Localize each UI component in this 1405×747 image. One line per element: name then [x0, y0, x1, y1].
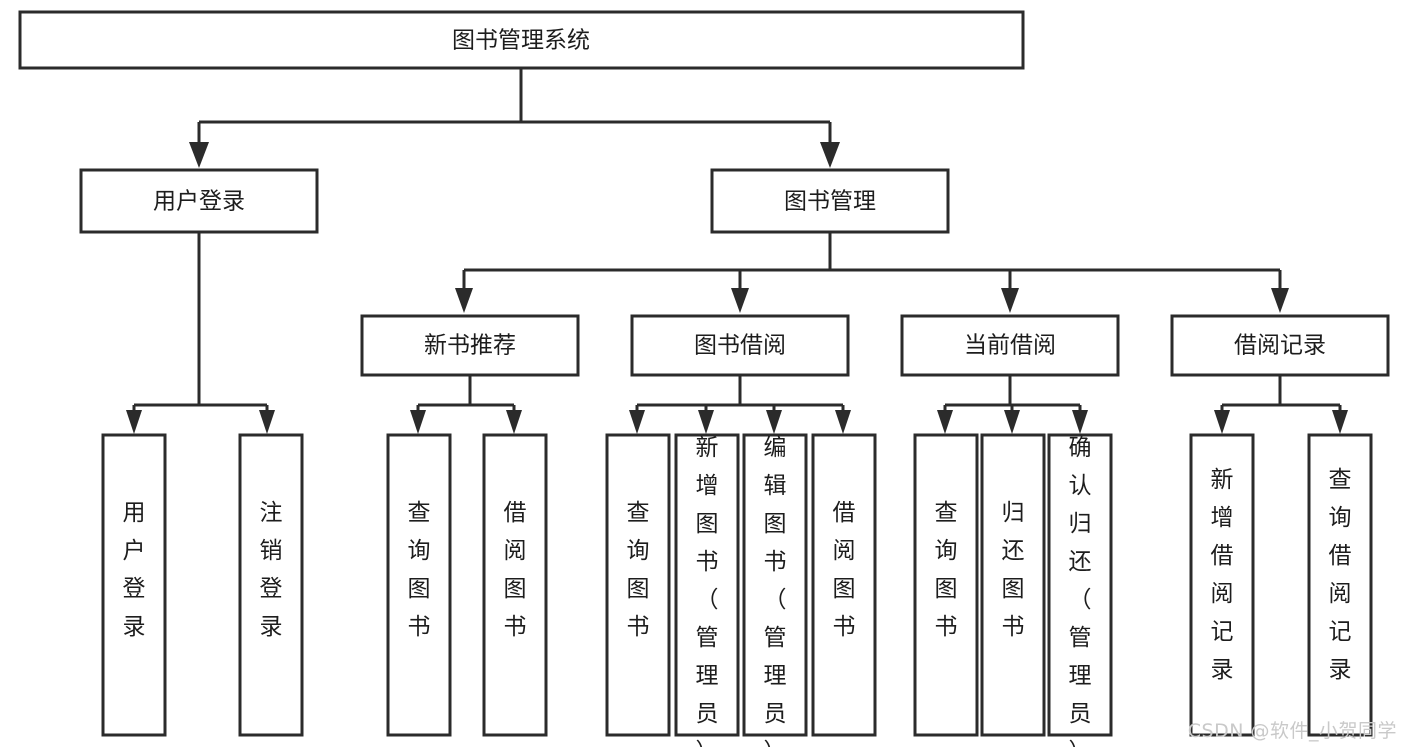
- csdn-watermark: CSDN @软件_小贺同学: [1187, 720, 1397, 742]
- node-leaf-user-logout-label: 注销登录: [260, 500, 283, 640]
- node-leaf-borrow-book-1-box[interactable]: [482, 433, 548, 737]
- connector-group-new-book-rec: [410, 375, 522, 434]
- node-new-book-rec-label: 新书推荐: [424, 333, 516, 359]
- arrowhead-leaf-borrow-book-1: [506, 410, 522, 434]
- connector-group-current-borrow: [937, 375, 1088, 434]
- node-leaf-confirm-return[interactable]: 确认归还（管理员）: [1047, 433, 1113, 747]
- node-leaf-add-book-box[interactable]: [674, 433, 740, 737]
- node-root-box[interactable]: [18, 10, 1025, 70]
- node-leaf-query-record[interactable]: 查询借阅记录: [1307, 433, 1373, 737]
- arrowhead-leaf-borrow-book-2: [835, 410, 851, 434]
- arrowhead-leaf-edit-book: [766, 410, 782, 434]
- arrowhead-leaf-query-book-2: [629, 410, 645, 434]
- arrowhead-borrow-record: [1271, 288, 1289, 313]
- node-leaf-borrow-book-1[interactable]: 借阅图书: [482, 433, 548, 737]
- node-leaf-user-login-label: 用户登录: [123, 500, 146, 640]
- arrowhead-book-borrow: [731, 288, 749, 313]
- connector-group-user-login: [126, 232, 275, 434]
- node-book-manage-label: 图书管理: [784, 189, 876, 215]
- arrowhead-leaf-add-book: [698, 410, 714, 434]
- node-leaf-return-book-label: 归还图书: [1002, 500, 1025, 640]
- arrowhead-book-manage: [820, 142, 840, 168]
- node-leaf-query-book-1[interactable]: 查询图书: [386, 433, 452, 737]
- node-leaf-query-record-label: 查询借阅记录: [1329, 467, 1352, 683]
- node-leaf-add-record-label: 新增借阅记录: [1211, 467, 1234, 683]
- node-root-label: 图书管理系统: [452, 28, 590, 54]
- connector-group-book-manage: [455, 232, 1289, 313]
- node-leaf-query-book-3-label: 查询图书: [935, 500, 958, 640]
- node-leaf-add-book[interactable]: 新增图书（管理员）: [674, 433, 740, 747]
- node-borrow-record-box[interactable]: [1170, 314, 1390, 377]
- arrowhead-leaf-user-login: [126, 410, 142, 434]
- node-leaf-edit-book-box[interactable]: [742, 433, 808, 737]
- node-leaf-query-book-2-label: 查询图书: [627, 500, 650, 640]
- node-leaf-user-login[interactable]: 用户登录: [101, 433, 167, 737]
- node-leaf-query-book-2[interactable]: 查询图书: [605, 433, 671, 737]
- node-leaf-return-book-box[interactable]: [980, 433, 1046, 737]
- node-new-book-rec-box[interactable]: [360, 314, 580, 377]
- arrowhead-current-borrow: [1001, 288, 1019, 313]
- node-leaf-query-book-3[interactable]: 查询图书: [913, 433, 979, 737]
- connector-group-book-borrow: [629, 375, 851, 434]
- arrowhead-leaf-query-book-1: [410, 410, 426, 434]
- node-leaf-query-book-3-box[interactable]: [913, 433, 979, 737]
- arrowhead-leaf-query-record: [1332, 410, 1348, 434]
- node-leaf-confirm-return-box[interactable]: [1047, 433, 1113, 737]
- arrowhead-leaf-user-logout: [259, 410, 275, 434]
- node-user-login-label: 用户登录: [153, 189, 245, 215]
- arrowhead-leaf-query-book-3: [937, 410, 953, 434]
- node-leaf-borrow-book-2-label: 借阅图书: [833, 500, 856, 640]
- node-book-manage[interactable]: 图书管理: [710, 168, 950, 234]
- node-leaf-add-book-label: 新增图书（管理员）: [696, 435, 719, 747]
- node-user-login-box[interactable]: [79, 168, 319, 234]
- node-leaf-user-login-box[interactable]: [101, 433, 167, 737]
- node-current-borrow[interactable]: 当前借阅: [900, 314, 1120, 377]
- node-current-borrow-label: 当前借阅: [964, 333, 1056, 359]
- node-book-borrow-label: 图书借阅: [694, 333, 786, 359]
- node-leaf-confirm-return-label: 确认归还（管理员）: [1069, 435, 1092, 747]
- node-new-book-rec[interactable]: 新书推荐: [360, 314, 580, 377]
- node-borrow-record[interactable]: 借阅记录: [1170, 314, 1390, 377]
- node-leaf-query-record-box[interactable]: [1307, 433, 1373, 737]
- node-user-login[interactable]: 用户登录: [79, 168, 319, 234]
- node-leaf-edit-book-label: 编辑图书（管理员）: [764, 435, 787, 747]
- arrowhead-new-book-rec: [455, 288, 473, 313]
- arrowhead-leaf-confirm-return: [1072, 410, 1088, 434]
- arrowhead-user-login: [189, 142, 209, 168]
- node-leaf-add-record[interactable]: 新增借阅记录: [1189, 433, 1255, 737]
- node-leaf-borrow-book-2[interactable]: 借阅图书: [811, 433, 877, 737]
- node-book-borrow[interactable]: 图书借阅: [630, 314, 850, 377]
- node-leaf-query-book-1-label: 查询图书: [408, 500, 431, 640]
- node-borrow-record-label: 借阅记录: [1234, 333, 1326, 359]
- connector-group-root: [189, 68, 840, 168]
- node-current-borrow-box[interactable]: [900, 314, 1120, 377]
- node-leaf-query-book-2-box[interactable]: [605, 433, 671, 737]
- node-book-borrow-box[interactable]: [630, 314, 850, 377]
- node-book-manage-box[interactable]: [710, 168, 950, 234]
- node-leaf-add-record-box[interactable]: [1189, 433, 1255, 737]
- arrowhead-leaf-return-book: [1004, 410, 1020, 434]
- node-leaf-borrow-book-1-label: 借阅图书: [504, 500, 527, 640]
- node-leaf-edit-book[interactable]: 编辑图书（管理员）: [742, 433, 808, 747]
- node-leaf-borrow-book-2-box[interactable]: [811, 433, 877, 737]
- arrowhead-leaf-add-record: [1214, 410, 1230, 434]
- node-leaf-user-logout-box[interactable]: [238, 433, 304, 737]
- node-leaf-query-book-1-box[interactable]: [386, 433, 452, 737]
- connector-group-borrow-record: [1214, 375, 1348, 434]
- node-leaf-user-logout[interactable]: 注销登录: [238, 433, 304, 737]
- node-leaf-return-book[interactable]: 归还图书: [980, 433, 1046, 737]
- node-root[interactable]: 图书管理系统: [18, 10, 1025, 70]
